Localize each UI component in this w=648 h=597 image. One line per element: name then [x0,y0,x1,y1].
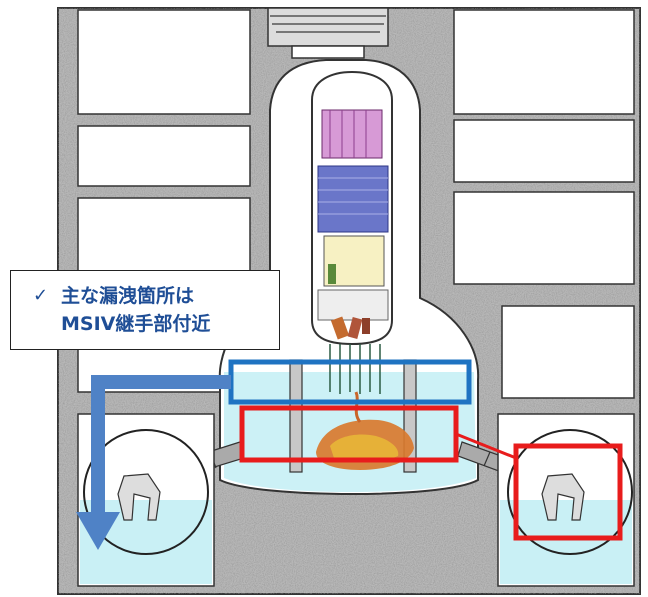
callout-line-1: 主な漏洩箇所は [61,285,195,307]
control-rod-drives [329,344,381,394]
shield-plug [267,7,389,59]
leak-connector [455,432,517,460]
check-icon: ✓ [33,285,49,306]
callout-box: ✓ 主な漏洩箇所は MSIV継手部付近 [10,270,280,350]
right-rooms [453,9,635,399]
reactor-pressure-vessel [311,70,393,346]
down-arrow-icon [76,375,231,550]
torus-room-right [497,413,635,587]
left-rooms [77,9,251,393]
fuel-debris [316,391,414,470]
callout-line-2: MSIV継手部付近 [61,313,211,335]
leak-highlight-msiv [513,443,623,541]
